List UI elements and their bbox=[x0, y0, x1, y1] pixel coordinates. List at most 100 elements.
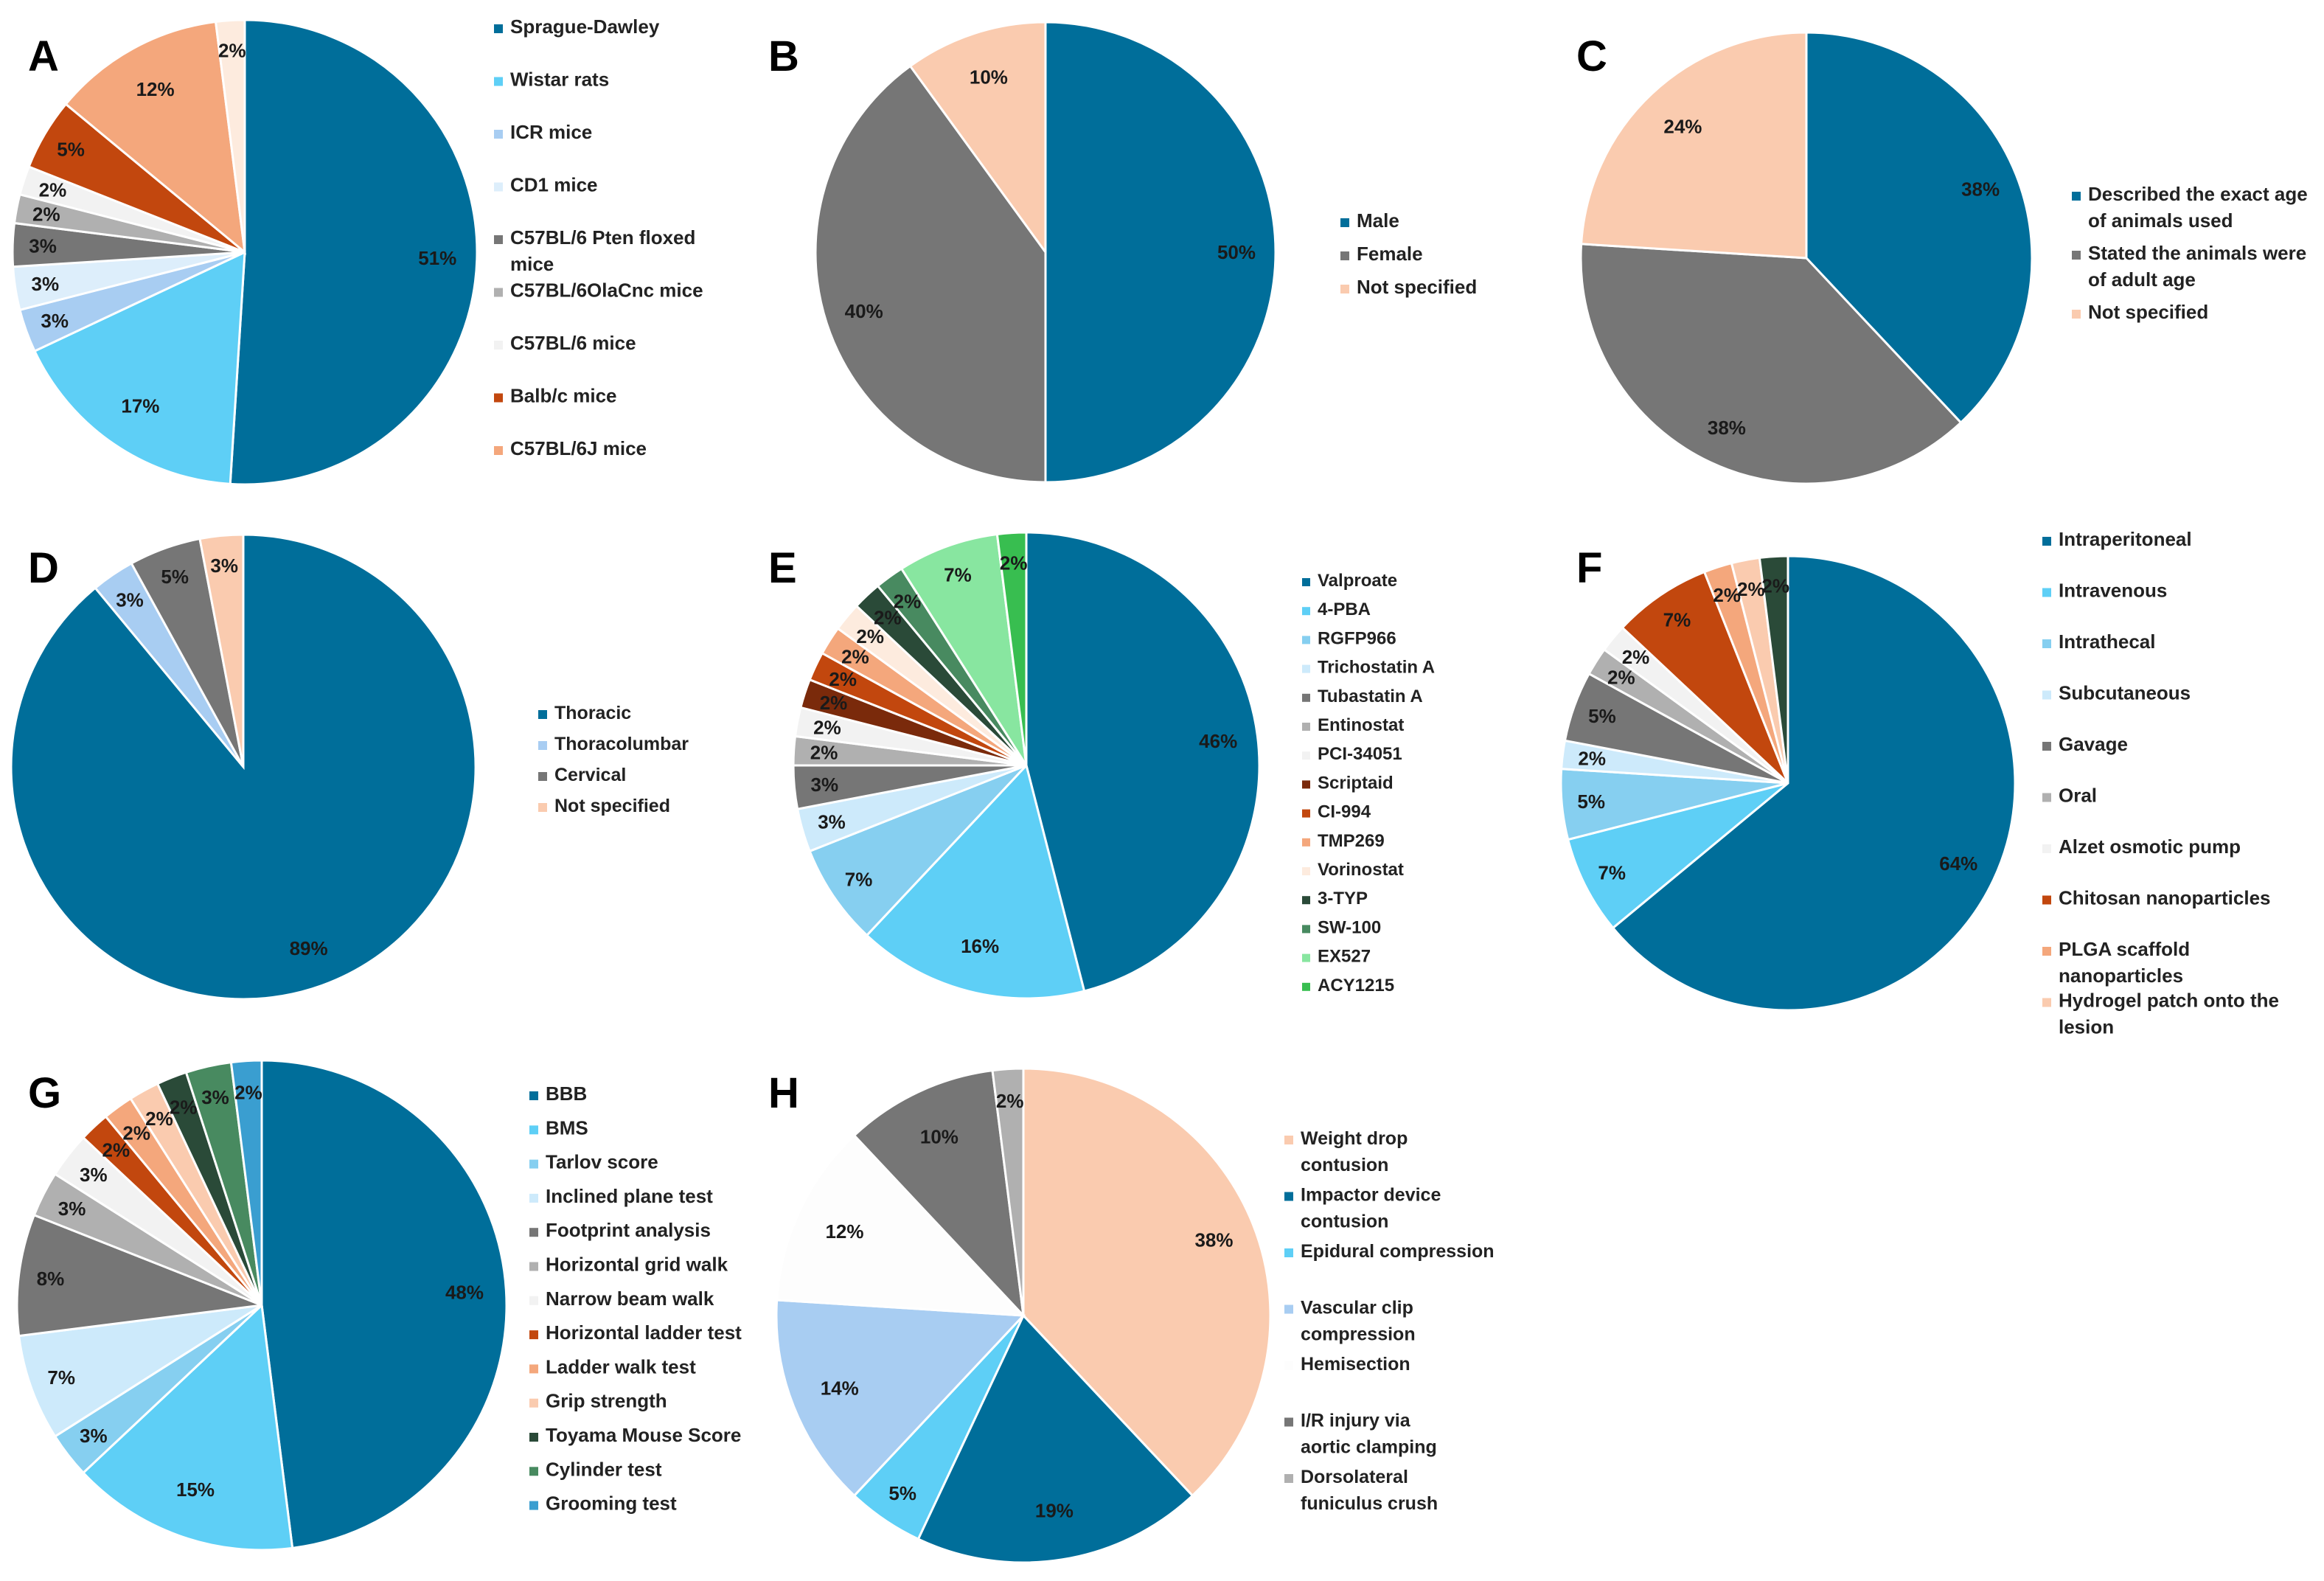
legend-label: Scriptaid bbox=[1318, 773, 1394, 793]
pie-slice-c57bl-6j-mice bbox=[64, 20, 246, 255]
legend-item-horizontal-grid-walk: Horizontal grid walk bbox=[529, 1254, 728, 1276]
pie-slice-chitosan-nanoparticles bbox=[1621, 570, 1789, 785]
pie-slice-i-r-injury-via-aortic-clamping bbox=[852, 1069, 1026, 1319]
pie-slices bbox=[792, 531, 1261, 1000]
legend-label: CI-994 bbox=[1318, 802, 1371, 822]
pie-slice-labels: 38%19%5%14%12%10%2% bbox=[821, 1090, 1234, 1522]
pie-slice-stated-the-animals-were-of-adult-age bbox=[1579, 243, 1963, 485]
legend-swatch bbox=[2072, 251, 2081, 260]
legend-swatch bbox=[1302, 723, 1310, 731]
pie-slice-ex527 bbox=[900, 532, 1028, 766]
legend-label: Subcutaneous bbox=[2059, 682, 2191, 704]
slice-label: 89% bbox=[290, 937, 328, 959]
legend-item-scriptaid: Scriptaid bbox=[1302, 773, 1394, 793]
legend-swatch bbox=[1302, 578, 1310, 586]
legend-item-sprague-dawley: Sprague-Dawley bbox=[494, 15, 660, 38]
legend-label: ICR mice bbox=[510, 121, 592, 143]
legend-swatch bbox=[2042, 793, 2051, 802]
pie-slice-rgfp966 bbox=[808, 764, 1028, 937]
legend-label: Tubastatin A bbox=[1318, 687, 1423, 706]
legend-swatch bbox=[529, 1159, 538, 1169]
legend-swatch bbox=[529, 1433, 538, 1442]
legend-label: 3-TYP bbox=[1318, 889, 1368, 908]
panel-letter-d: D bbox=[28, 544, 59, 592]
legend-swatch bbox=[1302, 867, 1310, 875]
slice-label: 2% bbox=[810, 742, 838, 764]
pie-slice-footprint-analysis bbox=[15, 1213, 262, 1338]
legend-item-thoracolumbar: Thoracolumbar bbox=[538, 734, 689, 754]
legend-swatch bbox=[494, 77, 503, 86]
slice-label: 7% bbox=[47, 1366, 75, 1389]
pie-slice-not-specified bbox=[1580, 31, 1808, 260]
legend-label: Intravenous bbox=[2059, 580, 2167, 602]
slice-label: 3% bbox=[80, 1164, 108, 1186]
slice-label: 3% bbox=[818, 811, 846, 833]
legend-item-ex527: EX527 bbox=[1302, 947, 1371, 967]
legend-label: Entinostat bbox=[1318, 715, 1404, 735]
legend-item-subcutaneous: Subcutaneous bbox=[2042, 682, 2191, 704]
legend-item-chitosan-nanoparticles: Chitosan nanoparticles bbox=[2042, 887, 2271, 909]
legend-item-vorinostat: Vorinostat bbox=[1302, 860, 1404, 880]
legend-label: Female bbox=[1357, 243, 1423, 265]
legend-item-3-typ: 3-TYP bbox=[1302, 889, 1368, 908]
slice-label: 16% bbox=[961, 935, 999, 957]
legend-item-pci-34051: PCI-34051 bbox=[1302, 744, 1402, 764]
legend-label: Thoracolumbar bbox=[554, 734, 689, 754]
legend-swatch bbox=[529, 1364, 538, 1374]
slice-label: 7% bbox=[845, 869, 873, 891]
pie-slices bbox=[11, 18, 479, 486]
legend-item-intraperitoneal: Intraperitoneal bbox=[2042, 528, 2192, 550]
legend-item-tubastatin-a: Tubastatin A bbox=[1302, 687, 1423, 706]
slice-label: 40% bbox=[845, 300, 883, 322]
legend-item-grooming-test: Grooming test bbox=[529, 1493, 677, 1515]
slice-label: 10% bbox=[920, 1126, 959, 1148]
pie-slice-sprague-dawley bbox=[229, 18, 479, 486]
slice-label: 2% bbox=[234, 1082, 262, 1104]
legend-swatch bbox=[1284, 1304, 1293, 1314]
slice-label: 2% bbox=[102, 1139, 131, 1161]
slice-label: 38% bbox=[1708, 417, 1746, 439]
legend-item-icr-mice: ICR mice bbox=[494, 121, 592, 143]
legend-swatch bbox=[2042, 844, 2051, 853]
pie-slice-not-specified bbox=[908, 21, 1047, 256]
legend-label: Hemisection bbox=[1301, 1354, 1410, 1375]
pie-chart-g: G48%15%3%7%8%3%3%2%2%2%2%3%2%BBBBMSTarlo… bbox=[15, 1059, 742, 1552]
slice-label: 7% bbox=[1663, 608, 1691, 630]
legend-label: C57BL/6OlaCnc mice bbox=[510, 279, 703, 302]
pie-slice-slice-10 bbox=[1758, 555, 1789, 784]
slice-label: 2% bbox=[829, 668, 857, 690]
legend-swatch bbox=[1284, 1474, 1293, 1483]
pie-slices bbox=[10, 533, 477, 1001]
pie-slice-inclined-plane-test bbox=[17, 1304, 262, 1438]
legend-item-wistar-rats: Wistar rats bbox=[494, 69, 609, 91]
legend-swatch bbox=[1302, 780, 1310, 789]
legend-swatch bbox=[529, 1398, 538, 1408]
legend-label: Footprint analysis bbox=[546, 1219, 711, 1241]
pie-chart-a: A51%17%3%3%3%2%2%5%12%2%Sprague-DawleyWi… bbox=[11, 15, 703, 486]
legend-swatch bbox=[1302, 896, 1310, 905]
legend-item-horizontal-ladder-test: Horizontal ladder test bbox=[529, 1321, 742, 1344]
slice-label: 3% bbox=[210, 555, 238, 577]
slice-label: 2% bbox=[1578, 747, 1606, 769]
legend: IntraperitonealIntravenousIntrathecalSub… bbox=[2042, 528, 2279, 1038]
pie-chart-d: D89%3%5%3%ThoracicThoracolumbarCervicalN… bbox=[10, 533, 689, 1001]
legend-item-cylinder-test: Cylinder test bbox=[529, 1458, 662, 1480]
legend-swatch bbox=[529, 1296, 538, 1305]
pie-slices bbox=[1579, 31, 2034, 485]
pie-chart-e: E46%16%7%3%3%2%2%2%2%2%2%2%2%7%2%Valproa… bbox=[768, 531, 1435, 1000]
pie-slice-4-pba bbox=[865, 762, 1086, 1000]
legend-swatch bbox=[494, 341, 503, 350]
legend-label: Grip strength bbox=[546, 1390, 667, 1412]
legend-label: Alzet osmotic pump bbox=[2059, 835, 2241, 858]
legend-label: Cervical bbox=[554, 765, 626, 785]
legend-item-4-pba: 4-PBA bbox=[1302, 600, 1371, 619]
slice-label: 3% bbox=[41, 310, 69, 332]
legend-swatch bbox=[2042, 588, 2051, 597]
